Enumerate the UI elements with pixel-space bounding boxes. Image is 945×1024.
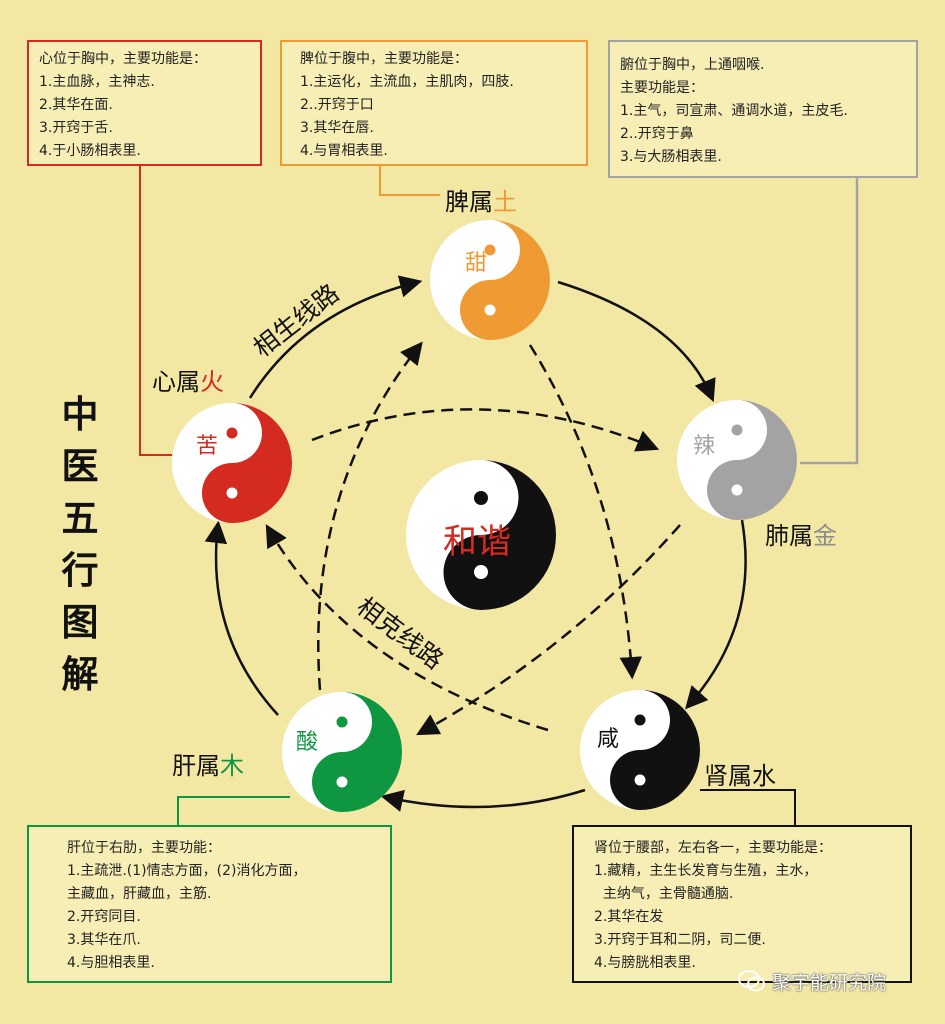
page-title: 中医五 行图解 (61, 392, 99, 696)
generating-arrow-earth-metal (557, 280, 716, 403)
yinyang-fire: 苦 (172, 403, 292, 523)
restraining-arrow-earth-water (528, 344, 643, 680)
lung-connector-line (800, 177, 859, 465)
lung-info-box: 腑位于胸中，上通咽喉. 主要功能是： 1.主气，司宣肃、通调水道，主皮毛. 2.… (608, 40, 918, 178)
yinyang-center: 和谐 (406, 460, 556, 610)
restraining-arrow-fire-metal (311, 408, 660, 452)
watermark-text: 聚宇能研究院 (772, 972, 887, 994)
liver-connector-line (177, 796, 290, 825)
wechat-icon (738, 970, 765, 992)
taste-fire: 苦 (196, 434, 218, 459)
label-wood: 肝属木 (172, 752, 244, 780)
generating-cycle-label: 相生线路 (248, 278, 345, 362)
heart-connector-line (139, 165, 172, 456)
taste-water: 咸 (597, 727, 619, 752)
yinyang-water: 咸 (580, 690, 700, 810)
spleen-info-box: 脾位于腹中，主要功能是： 1.主运化，主流血，主肌肉，四肢. 2..开窍于口 3… (280, 40, 588, 166)
taste-earth: 甜 (465, 251, 487, 276)
label-earth: 脾属土 (445, 188, 517, 216)
generating-arrow-water-wood (380, 788, 586, 812)
generating-arrow-metal-water (685, 519, 747, 710)
label-metal: 肺属金 (765, 522, 837, 550)
kidney-info-box: 肾位于腰部，左右各一，主要功能是： 1.藏精，主生长发育与生殖，主水， 主纳气，… (572, 825, 912, 983)
yinyang-wood: 酸 (282, 692, 402, 812)
restraining-arrow-metal-wood (416, 524, 681, 736)
label-fire: 心属火 (152, 368, 224, 396)
heart-info-box: 心位于胸中，主要功能是： 1.主血脉，主神志. 2.其华在面. 3.开窍于舌. … (27, 40, 262, 166)
restraining-arrow-water-fire (265, 524, 549, 732)
yinyang-metal: 辣 (677, 400, 797, 520)
label-water: 肾属水 (704, 762, 776, 790)
yinyang-earth: 甜 (430, 220, 550, 340)
spleen-connector-line (379, 165, 440, 196)
generating-arrow-fire-earth (248, 275, 423, 399)
taste-metal: 辣 (693, 434, 715, 459)
generating-arrow-wood-fire (204, 520, 279, 716)
taste-wood: 酸 (296, 730, 318, 755)
kidney-connector-line (700, 789, 796, 825)
liver-info-box: 肝位于右肋，主要功能： 1.主疏泄.(1)情志方面，(2)消化方面， 主藏血，肝… (27, 825, 392, 983)
center-label: 和谐 (443, 522, 511, 562)
